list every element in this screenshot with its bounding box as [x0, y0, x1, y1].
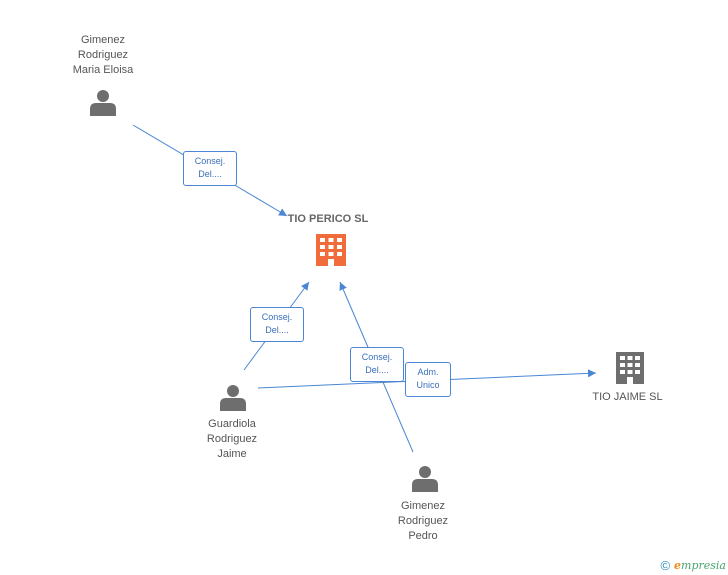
brand-logo: empresia	[674, 559, 726, 572]
building-icon[interactable]	[616, 352, 644, 384]
company-label-tio-perico[interactable]: TIO PERICO SL	[287, 213, 369, 225]
edge-label-consej-del[interactable]: Consej. Del....	[183, 151, 237, 186]
person-icon[interactable]	[412, 466, 438, 492]
edge-label-consej-del[interactable]: Consej. Del....	[350, 347, 404, 382]
person-icon[interactable]	[220, 385, 246, 411]
footer-brand: © empresia	[660, 558, 726, 573]
building-icon[interactable]	[316, 234, 346, 266]
edge-label-consej-del[interactable]: Consej. Del....	[250, 307, 304, 342]
copyright-icon: ©	[660, 558, 671, 573]
edge-label-adm-unico[interactable]: Adm. Unico	[405, 362, 451, 397]
person-label-gimenez-maria[interactable]: Gimenez Rodriguez Maria Eloisa	[72, 34, 134, 76]
person-icon[interactable]	[90, 90, 116, 116]
company-label-tio-jaime[interactable]: TIO JAIME SL	[592, 391, 663, 403]
person-label-gimenez-pedro[interactable]: Gimenez Rodriguez Pedro	[397, 500, 449, 542]
person-label-guardiola-jaime[interactable]: Guardiola Rodriguez Jaime	[206, 418, 258, 460]
